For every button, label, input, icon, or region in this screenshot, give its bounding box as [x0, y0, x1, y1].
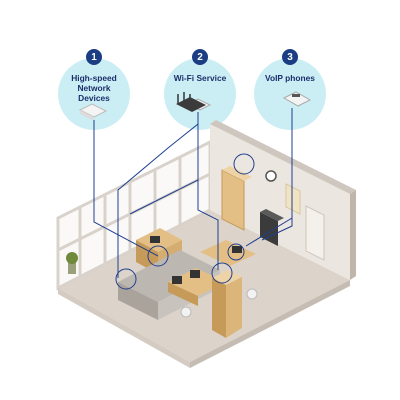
highlight-circles: [115, 153, 255, 290]
computer-monitor-icon: [150, 236, 160, 243]
desk-cluster-left: [136, 228, 182, 274]
server-rack-icon: [260, 212, 278, 246]
back-wall-side: [350, 190, 356, 280]
left-window-wall: [56, 139, 212, 291]
desk-cluster-right: [200, 240, 258, 300]
door-icon: [305, 205, 325, 261]
partition: [118, 250, 220, 302]
computer-monitor-icon: [172, 276, 182, 284]
callout-number-1: 1: [86, 49, 102, 65]
callout-label-voip-phones: VoIP phones: [265, 73, 315, 83]
floor: [58, 210, 350, 362]
office-chair-icon: [246, 288, 258, 300]
callout-number-3: 3: [282, 49, 298, 65]
office-chair-icon: [180, 306, 192, 318]
callout-number-2: 2: [192, 49, 208, 65]
wall-clock-icon: [265, 170, 277, 182]
notice-board: [285, 183, 301, 215]
callout-voip-phones: 3 VoIP phones: [254, 49, 326, 130]
desk-cluster-center: [168, 268, 226, 318]
callout-label-network-devices: High-speed Network Devices: [71, 73, 117, 103]
back-wall: [210, 124, 350, 280]
connector-lines: [93, 108, 293, 278]
potted-plant-icon: [68, 262, 76, 274]
shelf-cabinet-icon: [221, 169, 245, 231]
storage-cabinet: [212, 270, 242, 285]
callout-label-wifi-service: Wi-Fi Service: [173, 73, 227, 83]
computer-monitor-icon: [232, 246, 242, 253]
callout-network-devices: 1 High-speed Network Devices: [58, 49, 130, 130]
back-wall-top: [210, 120, 356, 194]
callout-wifi-service: 2 Wi-Fi Service: [164, 49, 236, 130]
